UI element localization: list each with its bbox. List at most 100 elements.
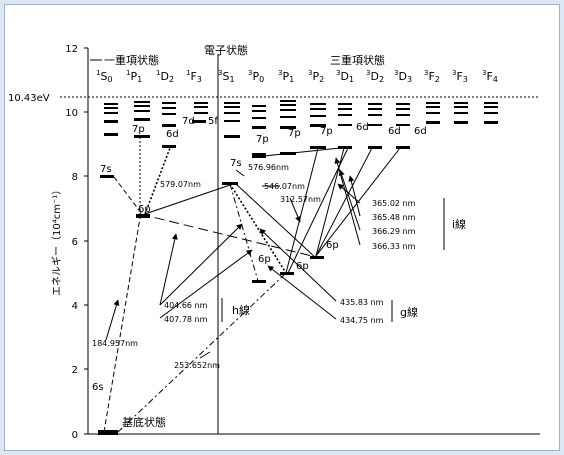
- level-3d1-8d: [338, 114, 352, 116]
- term-symbol: 3S1: [218, 69, 235, 84]
- level-3s1-8s: [224, 135, 240, 138]
- level-3p1-12p: [280, 100, 296, 102]
- level-1f3-7f: [194, 106, 208, 108]
- transition-365-48nm: [287, 147, 349, 274]
- level-3p2-7p: [310, 146, 326, 149]
- transition-singlet-long-dash: [139, 213, 317, 258]
- term-symbol: 3P0: [248, 69, 264, 84]
- diagram-panel: [4, 4, 560, 451]
- level-3p1-8p: [280, 126, 296, 129]
- transition-312nm: [285, 147, 319, 274]
- level-1s0-9s: [104, 120, 118, 123]
- level-3s1-11s: [224, 106, 240, 108]
- transition-253nm: [117, 274, 285, 433]
- term-symbol: 3D2: [366, 69, 384, 84]
- ground-state-label: 基底状態: [122, 415, 166, 429]
- triplet-levels: [222, 100, 498, 283]
- wavelength-312nm: 312.57nm: [280, 195, 321, 204]
- level-label-6p: 6p: [138, 204, 151, 215]
- i-line-label: i線: [452, 217, 466, 231]
- term-symbol: 3F3: [452, 69, 468, 84]
- leader-404nm-a: [159, 233, 178, 306]
- level-label-7p-3p0: 7p: [256, 134, 269, 145]
- wavelength-253nm: 253.652nm: [174, 361, 220, 370]
- level-3d1-9d: [338, 108, 352, 110]
- term-symbol: 3F2: [424, 69, 440, 84]
- term-symbol: 3D3: [394, 69, 412, 84]
- wavelength-546nm: 546.07nm: [264, 182, 305, 191]
- wavelength-435nm: 435.83 nm: [340, 298, 384, 307]
- y-tick-label: 8: [72, 172, 78, 183]
- electronic-state-label: 電子状態: [204, 43, 248, 57]
- level-3p2-9p: [310, 115, 326, 117]
- level-3d2-10d: [368, 103, 382, 105]
- level-label-7s-triplet: 7s: [230, 158, 242, 169]
- leader-407nm: [159, 249, 253, 319]
- level-3p1-9p: [280, 116, 296, 118]
- wavelength-407nm: 407.78 nm: [164, 315, 208, 324]
- level-3p0-9p: [252, 117, 266, 119]
- term-symbol: 3P2: [308, 69, 324, 84]
- level-label-6d-3d2: 6d: [388, 126, 401, 137]
- singlet-levels: [100, 101, 208, 218]
- level-label-6s: 6s: [92, 382, 104, 393]
- level-3p1-10p: [280, 109, 296, 111]
- level-3f2-8f: [426, 102, 440, 104]
- leader-435nm: [259, 228, 337, 302]
- y-axis-label: エネルギー（10⁴cm⁻¹）: [51, 185, 63, 296]
- ionization-label: 10.43eV: [8, 93, 50, 104]
- level-3d3-6d: [396, 146, 410, 149]
- y-tick-label: 12: [65, 44, 78, 55]
- term-symbol: 1D2: [156, 69, 174, 84]
- level-3s1-9s: [224, 120, 240, 122]
- ground-level: [98, 430, 118, 435]
- level-3d3-9d: [396, 108, 410, 110]
- term-symbol: 3P1: [278, 69, 294, 84]
- wavelength-404nm: 404.66 nm: [164, 301, 208, 310]
- level-3f2-7f: [426, 106, 440, 108]
- level-labels: 6s 6p 7s 7p 6d 7d 5f 7s 6p 6p 6p 7p 7p 7…: [92, 116, 427, 429]
- level-3p0-10p: [252, 110, 266, 112]
- level-3f4-7f: [484, 106, 498, 108]
- leader-184nm: [105, 299, 120, 341]
- level-1f3-6f: [194, 112, 208, 114]
- transition-7p-6d: [263, 147, 341, 157]
- leader-312nm: [289, 197, 301, 223]
- level-label-7p-3p2: 7p: [320, 126, 333, 137]
- level-3d2-6d: [368, 146, 382, 149]
- leader-576nm: [235, 169, 245, 177]
- level-1s0-7s: [100, 175, 114, 178]
- level-3f3-5f: [454, 121, 468, 124]
- level-3p0-7p: [252, 153, 266, 158]
- level-3s1-10s: [224, 112, 240, 114]
- singlet-header: 一重項状態: [104, 53, 159, 67]
- level-3p2-10p: [310, 108, 326, 110]
- level-label-7s: 7s: [100, 164, 112, 175]
- level-1f3-5f: [192, 120, 206, 123]
- level-3f2-5f: [426, 121, 440, 124]
- level-label-7d: 7d: [182, 116, 195, 127]
- level-3d2-9d: [368, 108, 382, 110]
- level-3p2-6p: [310, 256, 324, 259]
- y-tick-label: 6: [72, 237, 78, 248]
- wavelength-labels: 184.957nm 253.652nm 579.07nm 576.96nm 54…: [92, 163, 416, 370]
- level-1p1-10p: [134, 105, 150, 107]
- level-3d1-10d: [338, 103, 352, 105]
- level-3f3-6f: [454, 112, 468, 114]
- level-1p1-7p: [134, 135, 150, 138]
- arrow-leaders: [105, 157, 445, 359]
- transition-366-29nm: [315, 147, 373, 257]
- level-1s0-8s: [104, 133, 118, 136]
- transition-576nm: [144, 183, 234, 215]
- level-1p1-11p: [134, 101, 150, 103]
- leader-253nm: [199, 351, 211, 359]
- level-1p1-8p: [134, 118, 150, 121]
- level-3p0-11p: [252, 105, 266, 107]
- wavelength-366-33: 366.33 nm: [372, 242, 416, 251]
- level-3p2-8p: [310, 124, 326, 127]
- transition-184nm: [103, 217, 141, 433]
- level-3f3-7f: [454, 106, 468, 108]
- level-3f4-6f: [484, 112, 498, 114]
- h-line-label: h線: [232, 303, 250, 317]
